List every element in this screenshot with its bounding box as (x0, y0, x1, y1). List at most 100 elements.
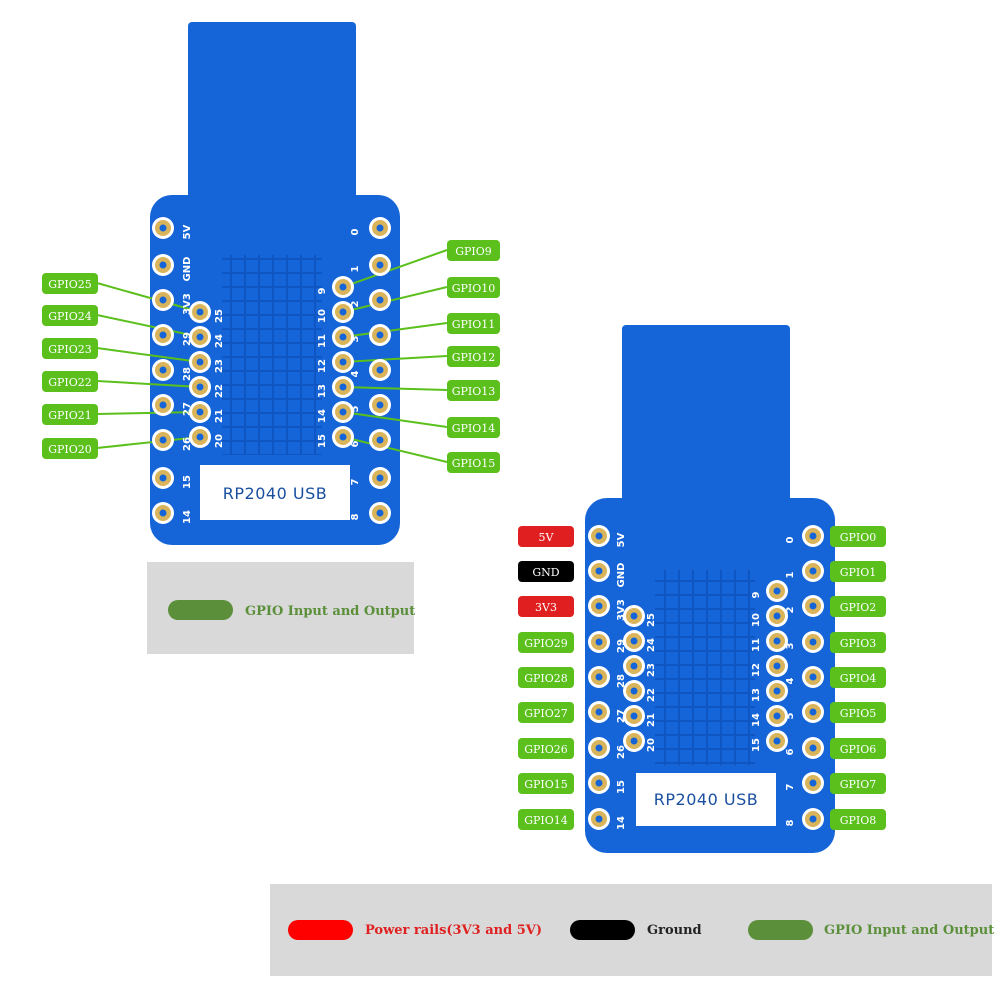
b2-right-tag-gpio3-text: GPIO3 (840, 637, 877, 650)
b2-right-tag-gpio2-bg (830, 596, 886, 617)
b1-right-pad-4 (369, 359, 391, 381)
b2-right-tag-gpio5-bg (830, 702, 886, 723)
b2-right-pad-2 (802, 595, 824, 617)
b1-left-pad-1-hole (159, 261, 167, 269)
b1-right-leader-2 (342, 322, 448, 338)
b1-right-silk-2: 2 (350, 300, 361, 307)
b2-right-silk-8: 8 (785, 819, 796, 826)
b1-left-pad-7-hole (159, 474, 167, 482)
legend-2-gpio-label: GPIO Input and Output (824, 923, 994, 938)
b1-tag-gpio25: GPIO25 (42, 273, 98, 294)
b1-inner-right-pad-0 (332, 276, 354, 298)
b2-right-tag-gpio5-text: GPIO5 (840, 707, 877, 720)
legend-2-gpio-swatch (748, 920, 813, 940)
b2-inner-left-pad-4 (623, 705, 645, 727)
b2-right-pad-6 (802, 737, 824, 759)
b2-inner-right-num-4: 13 (751, 688, 762, 702)
b1-right-leader-0 (342, 249, 448, 288)
b1-right-silk-1: 1 (350, 265, 361, 272)
b2-left-pad-8 (588, 808, 610, 830)
b2-right-silk-0: 0 (785, 536, 796, 543)
b2-right-tag-gpio8-bg (830, 809, 886, 830)
b2-left-tag-gnd-text: GND (532, 566, 559, 579)
b2-right-tag-gpio7: GPIO7 (830, 773, 886, 794)
board-label-box-1 (200, 465, 350, 520)
b1-inner-right-num-4: 13 (317, 384, 328, 398)
b1-tag-gpio9: GPIO9 (447, 240, 500, 261)
b2-left-tag-gpio29-bg (518, 632, 574, 653)
b2-left-pad-7-hole (595, 779, 603, 787)
b2-right-tag-gpio7-text: GPIO7 (840, 778, 877, 791)
b1-right-pad-0-hole (376, 224, 384, 232)
b1-left-pad-4 (152, 359, 174, 381)
b1-inner-right-num-5: 14 (317, 409, 328, 423)
b2-left-tag-gpio28: GPIO28 (518, 667, 574, 688)
b2-inner-right-num-5: 14 (751, 713, 762, 727)
b1-left-silk-0: 5V (182, 224, 193, 239)
b2-inner-left-pad-0-hole (630, 612, 638, 620)
b2-left-tag-gpio15: GPIO15 (518, 773, 574, 794)
b1-tag-gpio24: GPIO24 (42, 305, 98, 326)
b2-inner-left-pad-2 (623, 655, 645, 677)
b2-right-silk-7: 7 (785, 783, 796, 790)
b1-left-pad-5 (152, 394, 174, 416)
b2-inner-right-pad-2-hole (773, 637, 781, 645)
b1-right-leader-1 (342, 286, 448, 313)
b2-inner-right-pad-0 (766, 580, 788, 602)
b2-left-silk-6: 26 (616, 745, 627, 759)
legend-2-ground-swatch (570, 920, 635, 940)
b2-inner-left-num-0: 25 (646, 613, 657, 627)
b1-inner-left-pad-2 (189, 351, 211, 373)
b1-left-pad-2 (152, 289, 174, 311)
b2-inner-left-num-3: 22 (646, 688, 657, 702)
b1-inner-left-num-4: 21 (214, 409, 225, 423)
b2-right-tag-gpio4: GPIO4 (830, 667, 886, 688)
b2-inner-left-num-2: 23 (646, 663, 657, 677)
b1-inner-right-num-2: 11 (317, 334, 328, 348)
b2-left-tag-5v-bg (518, 526, 574, 547)
b1-left-silk-1: GND (182, 257, 193, 282)
b1-tag-gpio11-text: GPIO11 (452, 318, 496, 331)
b1-right-pad-3 (369, 324, 391, 346)
b2-inner-right-pad-6-hole (773, 737, 781, 745)
b2-right-pad-5 (802, 701, 824, 723)
b2-left-tag-gpio15-bg (518, 773, 574, 794)
b2-right-tag-gpio5: GPIO5 (830, 702, 886, 723)
b1-left-leader-0 (96, 282, 201, 313)
b1-inner-left-pad-3 (189, 376, 211, 398)
b2-left-pad-0 (588, 525, 610, 547)
b2-right-tag-gpio8-text: GPIO8 (840, 814, 877, 827)
b1-left-pad-0 (152, 217, 174, 239)
b1-tag-gpio13-bg (447, 380, 500, 401)
b2-left-pad-2-hole (595, 602, 603, 610)
b1-left-pad-3-hole (159, 331, 167, 339)
b2-right-pad-6-hole (809, 744, 817, 752)
b1-right-silk-3: 3 (350, 335, 361, 342)
b1-tag-gpio20: GPIO20 (42, 438, 98, 459)
b1-tag-gpio20-bg (42, 438, 98, 459)
b2-left-tag-gpio28-text: GPIO28 (524, 672, 568, 685)
b1-right-silk-0: 0 (350, 228, 361, 235)
b2-inner-right-pad-4-hole (773, 687, 781, 695)
b1-right-pad-7 (369, 467, 391, 489)
b1-right-pad-6 (369, 429, 391, 451)
b2-right-tag-gpio3-bg (830, 632, 886, 653)
b2-left-tag-gpio14: GPIO14 (518, 809, 574, 830)
board-label-1: RP2040 USB (223, 484, 327, 503)
b1-tag-gpio21-bg (42, 404, 98, 425)
b2-left-silk-3: 29 (616, 639, 627, 653)
b1-right-pad-2 (369, 289, 391, 311)
b1-left-silk-2: 3V3 (182, 293, 193, 315)
b1-tag-gpio23: GPIO23 (42, 338, 98, 359)
b1-tag-gpio15-text: GPIO15 (452, 457, 496, 470)
b1-left-leader-2 (96, 347, 201, 363)
b1-inner-right-pad-1 (332, 301, 354, 323)
b1-tag-gpio10-text: GPIO10 (452, 282, 496, 295)
b1-left-leader-3 (96, 380, 201, 388)
b2-right-pad-0-hole (809, 532, 817, 540)
b2-left-tag-gpio26-text: GPIO26 (524, 743, 568, 756)
b2-inner-left-pad-4-hole (630, 712, 638, 720)
board-label-2: RP2040 USB (654, 790, 758, 809)
b1-right-pad-2-hole (376, 296, 384, 304)
b2-inner-right-pad-2 (766, 630, 788, 652)
